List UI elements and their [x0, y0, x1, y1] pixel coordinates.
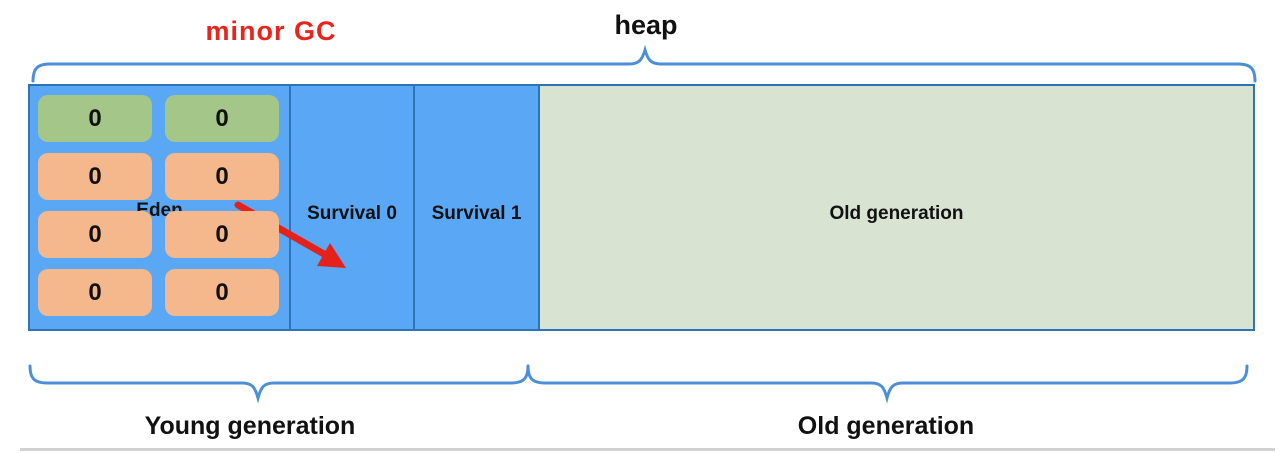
eden-cell: 0	[38, 269, 152, 316]
heap-brace	[31, 44, 1257, 83]
survival1-section: Survival 1	[413, 86, 538, 329]
old-generation-bottom-label: Old generation	[797, 412, 975, 440]
heap-label: heap	[614, 10, 678, 40]
young-generation-label: Young generation	[144, 412, 356, 440]
survival0-section: Survival 0	[289, 86, 413, 329]
young-generation-brace	[28, 364, 530, 404]
eden-cell: 0	[165, 153, 279, 200]
eden-cell: 0	[38, 95, 152, 142]
old-generation-label: Old generation	[829, 203, 964, 224]
survival1-label: Survival 1	[431, 203, 522, 224]
bottom-divider-line	[20, 448, 1275, 451]
old-generation-brace	[526, 364, 1249, 404]
old-generation-section: Old generation	[538, 86, 1253, 329]
survival0-label: Survival 0	[307, 203, 397, 224]
eden-cell: 0	[165, 269, 279, 316]
eden-cell: 0	[38, 153, 152, 200]
eden-cell: 0	[165, 95, 279, 142]
eden-cell: 0	[165, 211, 279, 258]
minor-gc-label: minor GC	[205, 16, 337, 46]
eden-cell: 0	[38, 211, 152, 258]
